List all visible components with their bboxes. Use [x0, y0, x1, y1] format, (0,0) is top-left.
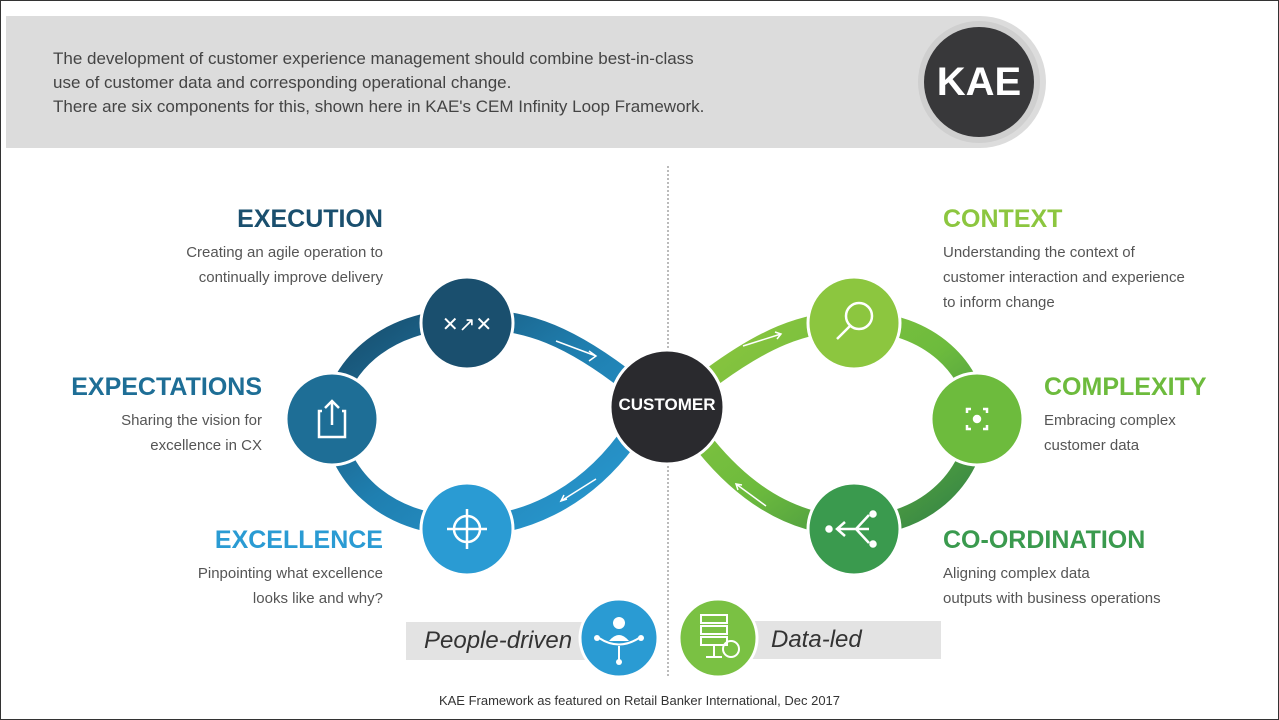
desc-line: to inform change — [943, 294, 1055, 311]
coordination-title: CO-ORDINATION — [943, 526, 1146, 554]
desc-line: looks like and why? — [252, 590, 383, 607]
complexity-desc: Embracing complex customer data — [1044, 408, 1176, 458]
target-icon — [447, 509, 487, 549]
kae-logo: KAE — [924, 27, 1034, 137]
execution-desc: Creating an agile operation to continual… — [186, 240, 383, 290]
execution-title: EXECUTION — [237, 205, 383, 233]
context-desc: Understanding the context of customer in… — [943, 240, 1185, 315]
arrow-icon — [742, 331, 783, 347]
desc-line: customer data — [1044, 437, 1140, 454]
customer-node — [608, 348, 726, 466]
desc-line: Embracing complex — [1044, 412, 1176, 429]
coordination-desc: Aligning complex data outputs with busin… — [943, 561, 1161, 611]
intro-line: use of customer data and corresponding o… — [53, 73, 512, 92]
intro-line: There are six components for this, shown… — [53, 97, 705, 116]
context-title: CONTEXT — [943, 205, 1063, 233]
header-banner — [6, 16, 1046, 148]
data-led-tag: Data-led — [741, 621, 941, 659]
desc-line: excellence in CX — [150, 437, 262, 454]
share-icon — [317, 399, 347, 439]
expectations-title: EXPECTATIONS — [71, 373, 262, 401]
people-driven-tag: People-driven — [406, 622, 604, 660]
complexity-title: COMPLEXITY — [1044, 373, 1207, 401]
desc-line: customer interaction and experience — [943, 269, 1185, 286]
arrow-icon — [559, 478, 597, 503]
expectations-node — [284, 371, 380, 467]
desc-line: Aligning complex data — [943, 565, 1090, 582]
intro-text: The development of customer experience m… — [53, 47, 704, 119]
footer-credit: KAE Framework as featured on Retail Bank… — [438, 693, 841, 708]
people-network-icon — [578, 597, 660, 679]
strategy-icon: ✕↗✕ — [442, 314, 492, 336]
desc-line: Understanding the context of — [943, 244, 1135, 261]
excellence-desc: Pinpointing what excellence looks like a… — [198, 561, 383, 611]
data-focus-icon — [965, 407, 989, 431]
desc-line: Sharing the vision for — [121, 412, 262, 429]
context-node — [806, 275, 902, 371]
desc-line: Pinpointing what excellence — [197, 565, 383, 582]
coordination-node — [806, 481, 902, 577]
merge-arrows-icon — [825, 510, 877, 548]
customer-label: CUSTOMER — [618, 395, 716, 414]
desc-line: outputs with business operations — [943, 590, 1161, 607]
desc-line: Creating an agile operation to — [186, 244, 383, 261]
excellence-node — [419, 481, 515, 577]
intro-line: The development of customer experience m… — [53, 49, 694, 68]
server-chart-icon — [677, 597, 759, 679]
complexity-node — [929, 371, 1025, 467]
excellence-title: EXCELLENCE — [214, 526, 383, 554]
arrow-icon — [555, 340, 598, 362]
execution-node: ✕↗✕ — [419, 275, 515, 371]
arrow-icon — [734, 483, 767, 507]
desc-line: continually improve delivery — [198, 269, 383, 286]
expectations-desc: Sharing the vision for excellence in CX — [121, 408, 262, 458]
magnifier-chat-icon — [836, 301, 874, 340]
